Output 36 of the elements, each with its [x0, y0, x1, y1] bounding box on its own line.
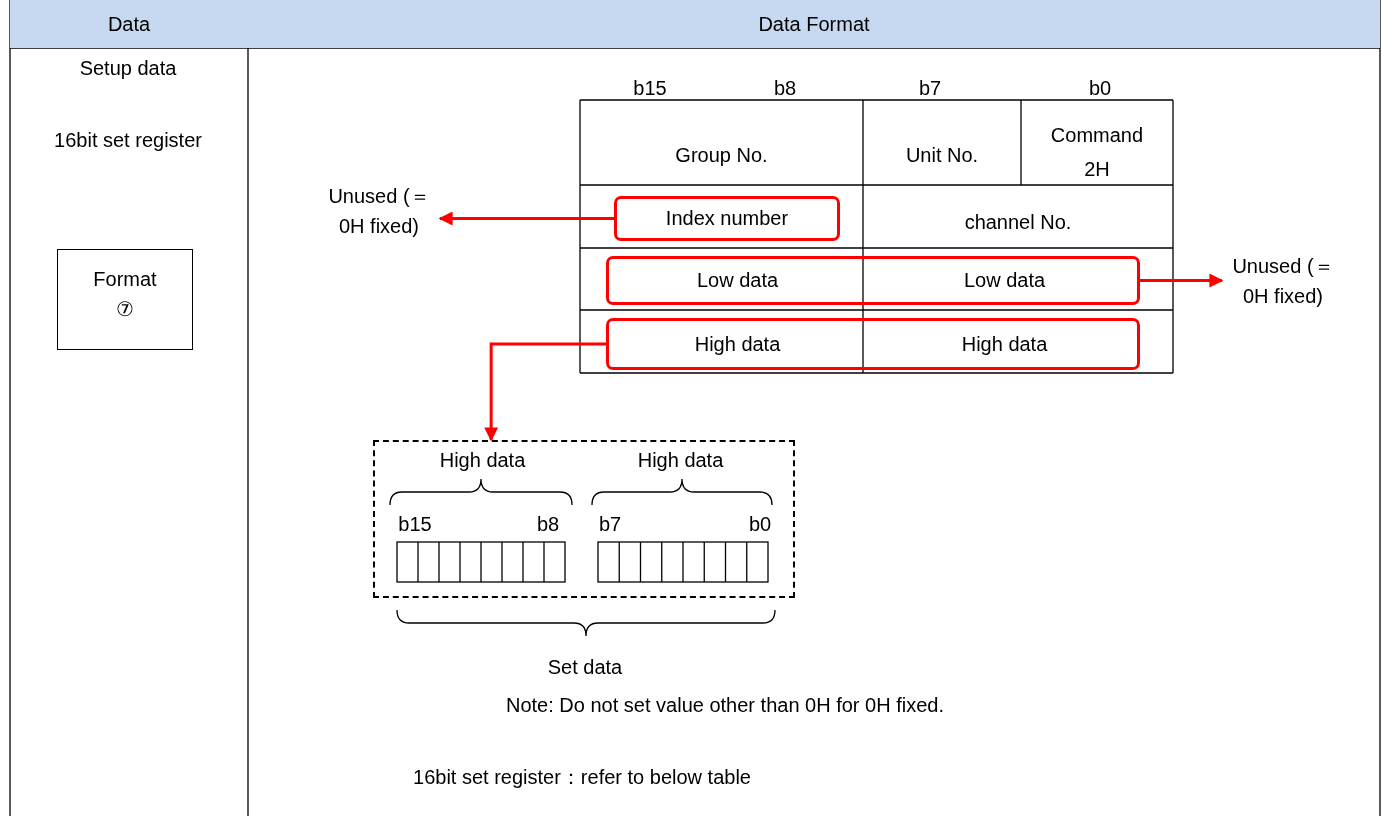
row-label: 16bit set register — [53, 128, 203, 153]
bit-label: b0 — [747, 512, 773, 537]
header-cell: Data Format — [248, 0, 1380, 48]
format-box — [57, 249, 193, 350]
box-text: Format ⑦ — [92, 267, 158, 322]
bit-label: b8 — [772, 76, 798, 101]
field-label: High data — [960, 332, 1049, 357]
highlight-box: Index number — [614, 196, 840, 241]
bit-label: b8 — [535, 512, 561, 537]
highlight-box — [606, 256, 1140, 305]
field-label: Group No. — [674, 143, 769, 168]
bit-label: b0 — [1087, 76, 1113, 101]
highlight-box — [606, 318, 1140, 370]
field-label: Unit No. — [904, 143, 980, 168]
field-label: Low data — [962, 268, 1047, 293]
row-label: Setup data — [78, 56, 178, 81]
callout-text: Unused (＝0H fixed) — [1222, 250, 1344, 312]
field-label: High data — [636, 448, 725, 473]
caption-text: Set data — [546, 655, 624, 680]
arrow — [438, 211, 614, 226]
bit-label: b7 — [917, 76, 943, 101]
dashed-box — [373, 440, 795, 598]
field-label: Low data — [695, 268, 780, 293]
bit-label: b15 — [632, 76, 668, 101]
bit-label: b15 — [397, 512, 433, 537]
field-label: Command 2H — [1049, 123, 1145, 182]
arrow — [484, 342, 606, 442]
field-label: channel No. — [963, 210, 1073, 235]
bit-label: b7 — [597, 512, 623, 537]
callout-text: Unused (＝0H fixed) — [318, 180, 440, 242]
note-text: 16bit set register：refer to below table — [412, 765, 752, 790]
note-text: Note: Do not set value other than 0H for 0H fixed. — [505, 693, 945, 718]
field-label: High data — [693, 332, 782, 357]
arrow — [1140, 273, 1224, 288]
field-label: High data — [438, 448, 527, 473]
header-cell: Data — [10, 0, 248, 48]
